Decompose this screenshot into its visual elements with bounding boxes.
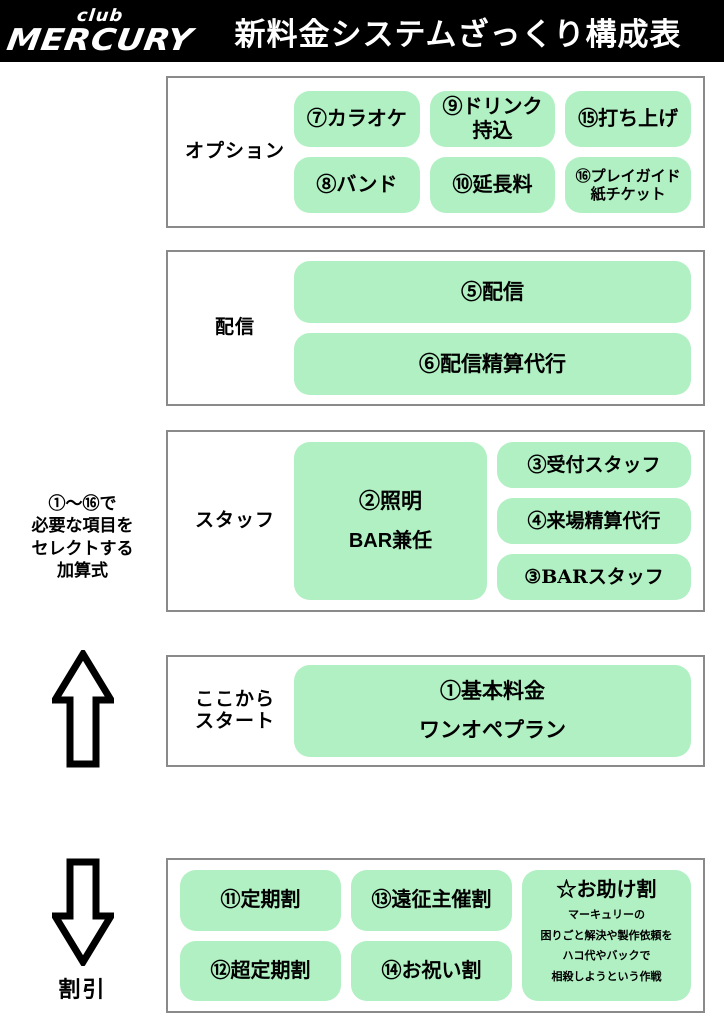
discount-pill-celebration[interactable]: ⑭お祝い割: [350, 940, 512, 1001]
section-options: オプション ⑦カラオケ ⑨ドリンク 持込 ⑮打ち上げ ⑧バンド: [166, 76, 705, 228]
section-body-base-plan: ①基本料金 ワンオペプラン: [294, 657, 703, 765]
pill-line: ⑦カラオケ: [306, 106, 407, 131]
section-label-options: オプション: [184, 140, 285, 163]
logo-mercury-text: MERCURY: [4, 23, 196, 58]
option-pill-extension-fee[interactable]: ⑩延長料: [429, 157, 556, 213]
option-pill-drink-byo[interactable]: ⑨ドリンク 持込: [429, 91, 556, 147]
options-row-2: ⑧バンド ⑩延長料 ⑯プレイガイド 紙チケット: [294, 157, 692, 213]
section-staff: スタッフ ②照明 BAR兼任 ③受付スタッフ ④来場精算代行 ③BARスタッフ: [166, 430, 705, 612]
pill-line: ⑧バンド: [316, 172, 398, 197]
discount-pill-regular[interactable]: ⑪定期割: [180, 870, 341, 931]
help-note-line: 相殺しようという作戦: [551, 970, 662, 984]
staff-pill-lighting-bar[interactable]: ②照明 BAR兼任: [294, 442, 487, 600]
pill-line: ⑬遠征主催割: [371, 887, 492, 912]
pill-line: ⑮打ち上げ: [578, 106, 679, 131]
club-mercury-logo: club MERCURY: [0, 6, 200, 58]
select-items-note: ①〜⑯で 必要な項目を セレクトする 加算式: [0, 493, 165, 583]
option-pill-playguide-ticket[interactable]: ⑯プレイガイド 紙チケット: [565, 157, 692, 213]
start-label-line: ここから: [194, 688, 275, 711]
section-label-delivery: 配信: [214, 316, 255, 339]
discount-pill-touring-host[interactable]: ⑬遠征主催割: [350, 870, 512, 931]
staff-side-column: ③受付スタッフ ④来場精算代行 ③BARスタッフ: [497, 442, 691, 600]
option-pill-band[interactable]: ⑧バンド: [294, 157, 420, 213]
discount-column-2: ⑬遠征主催割 ⑭お祝い割: [350, 870, 512, 1001]
pill-line: ⑫超定期割: [210, 957, 311, 982]
pill-line: ⑥配信精算代行: [419, 350, 566, 376]
down-arrow-icon: [52, 858, 114, 966]
discount-column-help: ☆お助け割 マーキュリーの 困りごと解決や製作依頼を ハコ代やバックで 相殺しよ…: [521, 870, 691, 1001]
staff-pill-bar-staff[interactable]: ③BARスタッフ: [497, 554, 691, 600]
up-arrow-icon: [52, 650, 114, 768]
pill-line: ④来場精算代行: [527, 509, 661, 532]
pill-line: ②照明: [359, 487, 422, 513]
discount-column-1: ⑪定期割 ⑫超定期割: [180, 870, 341, 1001]
pill-line: ⑤配信: [461, 278, 524, 304]
pill-line: 紙チケット: [590, 185, 666, 203]
discount-pill-super-regular[interactable]: ⑫超定期割: [180, 940, 341, 1001]
section-body-discounts: ⑪定期割 ⑫超定期割 ⑬遠征主催割 ⑭お祝い割 ☆お助け割 マーキュリーの: [168, 860, 703, 1011]
select-note-line: セレクトする: [31, 538, 134, 559]
select-note-line: 必要な項目を: [31, 516, 134, 537]
section-body-staff: ②照明 BAR兼任 ③受付スタッフ ④来場精算代行 ③BARスタッフ: [294, 432, 703, 610]
option-pill-afterparty[interactable]: ⑮打ち上げ: [565, 91, 692, 147]
help-note-line: ハコ代やバックで: [562, 949, 651, 963]
pill-line: ⑩延長料: [452, 172, 533, 197]
section-delivery: 配信 ⑤配信 ⑥配信精算代行: [166, 250, 705, 406]
page-header: club MERCURY 新料金システムざっくり構成表: [0, 0, 724, 62]
section-discounts: ⑪定期割 ⑫超定期割 ⑬遠征主催割 ⑭お祝い割 ☆お助け割 マーキュリーの: [166, 858, 705, 1013]
discount-pill-help[interactable]: ☆お助け割 マーキュリーの 困りごと解決や製作依頼を ハコ代やバックで 相殺しよ…: [521, 870, 691, 1001]
pill-line: ⑯プレイガイド: [575, 167, 681, 185]
help-note-line: マーキュリーの: [567, 907, 645, 921]
section-label-start-here: ここから スタート: [176, 688, 294, 733]
staff-pill-onsite-settlement[interactable]: ④来場精算代行: [497, 498, 691, 544]
pill-line: ①基本料金: [440, 678, 545, 704]
pill-line: ③受付スタッフ: [527, 453, 661, 476]
help-title: ☆お助け割: [556, 877, 657, 901]
section-body-delivery: ⑤配信 ⑥配信精算代行: [294, 252, 703, 404]
option-pill-karaoke[interactable]: ⑦カラオケ: [294, 91, 420, 147]
pill-line: ワンオペプラン: [419, 717, 566, 742]
pill-line: 持込: [472, 118, 513, 142]
section-label-staff: スタッフ: [194, 509, 275, 532]
section-body-options: ⑦カラオケ ⑨ドリンク 持込 ⑮打ち上げ ⑧バンド ⑩延長料 ⑯プレイ: [294, 78, 703, 226]
delivery-pill-settlement-agency[interactable]: ⑥配信精算代行: [294, 333, 691, 395]
section-base-plan: ここから スタート ①基本料金 ワンオペプラン: [166, 655, 705, 767]
page-title: 新料金システムざっくり構成表: [234, 16, 682, 53]
options-row-1: ⑦カラオケ ⑨ドリンク 持込 ⑮打ち上げ: [294, 91, 692, 147]
staff-pill-reception[interactable]: ③受付スタッフ: [497, 442, 691, 488]
discount-arrow-label: 割引: [58, 977, 107, 1003]
delivery-pill-streaming[interactable]: ⑤配信: [294, 261, 691, 323]
start-label-line: スタート: [194, 710, 275, 732]
base-pill-one-operator-plan[interactable]: ①基本料金 ワンオペプラン: [294, 665, 691, 757]
pill-line: ③BARスタッフ: [524, 565, 664, 588]
help-note-line: 困りごと解決や製作依頼を: [540, 928, 673, 942]
select-note-line: 加算式: [57, 561, 108, 582]
pill-line: ⑨ドリンク: [442, 94, 543, 119]
select-note-line: ①〜⑯で: [48, 494, 117, 514]
pill-line: ⑭お祝い割: [381, 957, 482, 982]
pill-line: BAR兼任: [348, 529, 433, 552]
pill-line: ⑪定期割: [220, 887, 301, 912]
